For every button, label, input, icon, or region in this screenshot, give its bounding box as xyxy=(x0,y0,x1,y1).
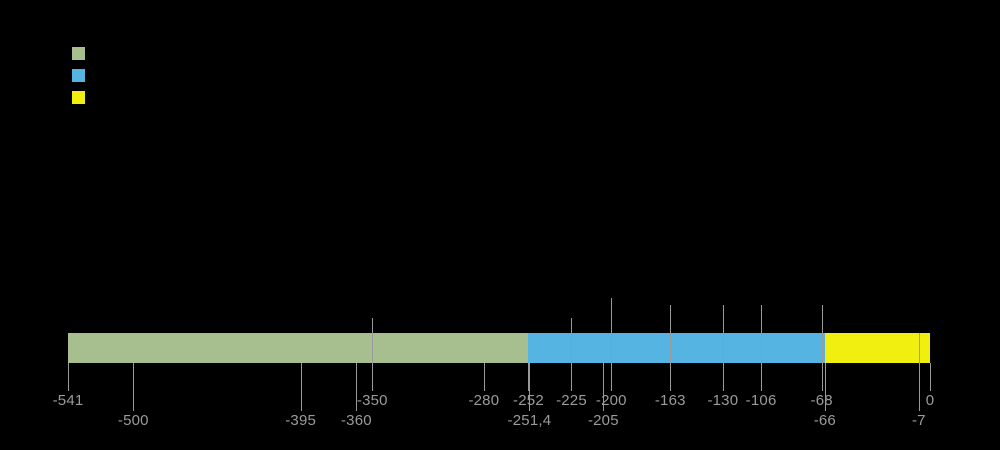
tick-label--541: -541 xyxy=(52,392,84,409)
tick-line--252 xyxy=(528,363,530,391)
bar-segment-1 xyxy=(68,333,529,363)
bar-segment-3 xyxy=(824,333,930,363)
tick-label--225: -225 xyxy=(556,392,587,409)
tick-label--106: -106 xyxy=(745,392,777,409)
tick-label--500: -500 xyxy=(117,412,149,429)
yellow-swatch xyxy=(72,91,85,104)
tick-label-0: 0 xyxy=(925,392,935,409)
tick-label--350: -350 xyxy=(356,392,388,409)
tick-label--205: -205 xyxy=(587,412,619,429)
tick-label--251,4: -251,4 xyxy=(507,412,552,429)
tick-line--130 xyxy=(722,305,724,391)
tick-line--200 xyxy=(611,298,613,391)
tick-label--68: -68 xyxy=(810,392,833,409)
tick-line--7 xyxy=(918,333,920,411)
tick-line--205 xyxy=(603,363,605,411)
blue-swatch xyxy=(72,69,85,82)
tick-line--106 xyxy=(761,305,763,391)
tick-label--130: -130 xyxy=(707,392,739,409)
tick-line--163 xyxy=(670,305,672,391)
tick-line--251,4 xyxy=(529,363,531,411)
tick-line--395 xyxy=(300,363,302,411)
tick-label--200: -200 xyxy=(595,392,627,409)
tick-line--225 xyxy=(571,318,573,391)
tick-line--68 xyxy=(821,305,823,391)
tick-label--360: -360 xyxy=(340,412,372,429)
green-swatch xyxy=(72,47,85,60)
tick-line--541 xyxy=(68,363,69,391)
tick-label--7: -7 xyxy=(911,412,926,429)
tick-line--500 xyxy=(133,363,135,411)
tick-line--280 xyxy=(483,363,485,391)
tick-line--350 xyxy=(372,318,374,391)
tick-line--66 xyxy=(824,363,826,411)
tick-label--252: -252 xyxy=(480,392,576,409)
tick-label--280: -280 xyxy=(468,392,500,409)
tick-label--395: -395 xyxy=(285,412,317,429)
tick-label--66: -66 xyxy=(813,412,836,429)
tick-label--163: -163 xyxy=(654,392,686,409)
bar-segment-2 xyxy=(528,333,825,363)
tick-line-0 xyxy=(930,363,931,391)
tick-line--360 xyxy=(356,363,358,411)
